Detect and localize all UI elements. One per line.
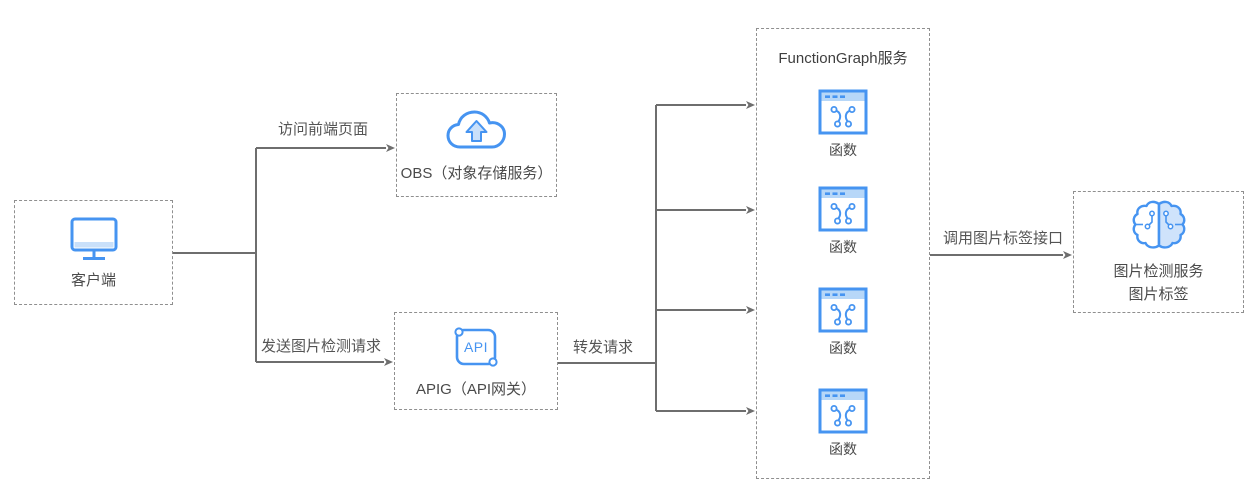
obs-label: OBS（对象存储服务） — [400, 165, 553, 182]
obs-node: OBS（对象存储服务） — [396, 93, 557, 197]
edge-label-access-frontend: 访问前端页面 — [277, 121, 368, 138]
function-unit: 函数 — [757, 186, 929, 257]
function-label: 函数 — [829, 142, 857, 158]
function-label: 函数 — [829, 239, 857, 255]
apig-label: APIG（API网关） — [415, 381, 537, 398]
function-icon — [818, 186, 868, 232]
ai-label-line1: 图片检测服务 — [1113, 263, 1204, 280]
function-label: 函数 — [829, 441, 857, 457]
function-label: 函数 — [829, 340, 857, 356]
function-unit: 函数 — [757, 388, 929, 459]
edge-label-call-image-tag-api: 调用图片标签接口 — [942, 230, 1063, 247]
api-gateway-icon: API — [454, 327, 498, 367]
cloud-upload-icon — [446, 110, 506, 149]
ai-brain-icon — [1132, 200, 1185, 249]
svg-text:API: API — [464, 339, 488, 355]
function-icon — [818, 287, 868, 333]
monitor-icon — [70, 217, 117, 260]
edge-label-forward-request: 转发请求 — [572, 339, 633, 356]
ai-label-line2: 图片标签 — [1128, 286, 1189, 303]
client-node: 客户端 — [14, 200, 173, 305]
apig-node: API APIG（API网关） — [394, 312, 558, 410]
function-icon — [818, 89, 868, 135]
ai-node: 图片检测服务 图片标签 — [1073, 191, 1244, 313]
edge-label-send-detect-request: 发送图片检测请求 — [260, 338, 381, 355]
function-unit: 函数 — [757, 287, 929, 358]
client-label: 客户端 — [70, 271, 116, 289]
function-unit: 函数 — [757, 89, 929, 160]
function-icon — [818, 388, 868, 434]
functiongraph-container: FunctionGraph服务 函数 — [756, 28, 930, 479]
functiongraph-title: FunctionGraph服务 — [778, 50, 908, 67]
